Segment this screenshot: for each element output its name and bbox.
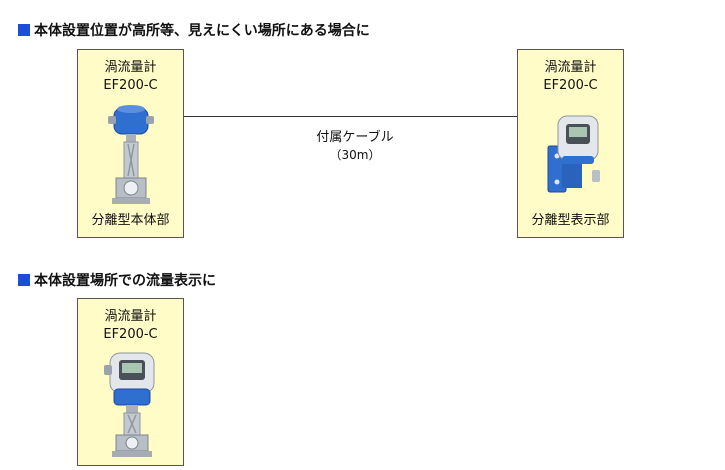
- remote-sensor-card: 渦流量計 EF200-C 分離型本体部: [77, 49, 184, 238]
- card-caption: 分離型表示部: [531, 213, 610, 228]
- cable-length: （30m）: [329, 148, 381, 162]
- section1-heading-text: 本体設置位置が高所等、見えにくい場所にある場合に: [34, 23, 370, 39]
- card-model: EF200-C: [543, 78, 598, 93]
- heading-square-icon: [18, 274, 30, 286]
- remote-display-card: 渦流量計 EF200-C 分離型表示部: [517, 49, 624, 238]
- card-product-name: 渦流量計: [104, 60, 157, 75]
- card-caption: 分離型本体部: [91, 213, 170, 228]
- integrated-flowmeter-card: 渦流量計 EF200-C: [77, 298, 184, 466]
- section2-heading: 本体設置場所での流量表示に: [18, 270, 216, 290]
- section1-heading: 本体設置位置が高所等、見えにくい場所にある場合に: [18, 20, 370, 40]
- vortex-flowmeter-integrated-icon: [104, 352, 155, 457]
- card-product-name: 渦流量計: [104, 309, 157, 324]
- vortex-flowmeter-remote-sensor-icon: [108, 105, 154, 204]
- remote-display-unit-icon: [547, 115, 600, 193]
- cable-label: 付属ケーブル: [316, 130, 394, 145]
- card-model: EF200-C: [103, 78, 158, 93]
- card-model: EF200-C: [103, 327, 158, 342]
- card-product-name: 渦流量計: [544, 60, 597, 75]
- connecting-cable-line: [184, 116, 517, 117]
- section2-heading-text: 本体設置場所での流量表示に: [34, 273, 216, 289]
- heading-square-icon: [18, 24, 30, 36]
